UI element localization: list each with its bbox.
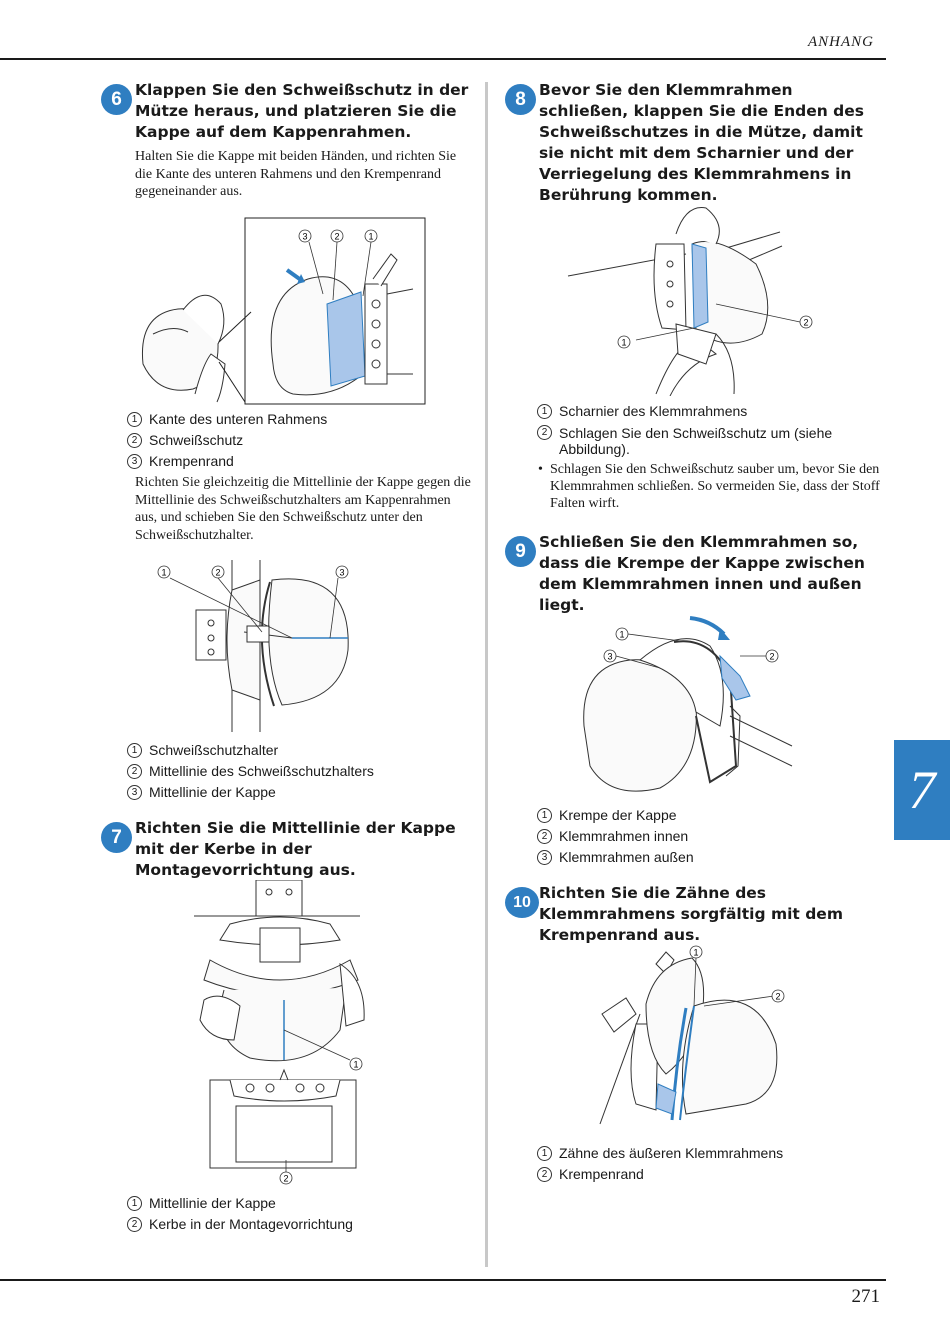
legend-number: 2 <box>127 1217 142 1232</box>
header-rule <box>0 58 886 60</box>
legend-number: 2 <box>127 433 142 448</box>
legend-label: Mittellinie der Kappe <box>149 1195 276 1211</box>
figure-callout-2: 2 <box>283 1174 288 1184</box>
figure-callout-1: 1 <box>368 232 373 242</box>
figure-hinge: 1 2 <box>566 204 816 396</box>
step-9-badge: 9 <box>505 536 536 567</box>
legend-number: 3 <box>127 785 142 800</box>
legend-number: 2 <box>537 425 552 440</box>
legend-label: Klemmrahmen außen <box>559 849 694 865</box>
figure-callout-3: 3 <box>607 652 612 662</box>
legend-label: Schweißschutzhalter <box>149 742 279 758</box>
legend-label: Kerbe in der Montagevorrichtung <box>149 1216 353 1232</box>
figure-callout-2: 2 <box>775 992 780 1002</box>
step-10-badge: 10 <box>505 887 539 918</box>
figure-callout-1: 1 <box>621 338 626 348</box>
figure-callout-2: 2 <box>215 568 220 578</box>
footer-rule <box>0 1279 886 1281</box>
figure-callout-1: 1 <box>619 630 624 640</box>
legend-label: Kante des unteren Rahmens <box>149 411 328 427</box>
figure-callout-1: 1 <box>161 568 166 578</box>
figure-mounting-notch: 1 2 <box>190 880 370 1190</box>
legend-number: 1 <box>537 404 552 419</box>
legend-label: Mittellinie der Kappe <box>149 784 276 800</box>
figure-clamp-teeth: 1 2 <box>596 944 796 1128</box>
legend-number: 1 <box>127 1196 142 1211</box>
figure-callout-2: 2 <box>334 232 339 242</box>
step-10-title: Richten Sie die Zähne des Klemmrahmens s… <box>539 884 843 944</box>
legend-number: 3 <box>537 850 552 865</box>
step-6-text: Halten Sie die Kappe mit beiden Händen, … <box>135 149 457 199</box>
legend-label: Mittellinie des Schweißschutzhalters <box>149 763 374 779</box>
figure-callout-1: 1 <box>353 1060 358 1070</box>
legend-label: Scharnier des Klemmrahmens <box>559 403 748 419</box>
step-6-text-2: Richten Sie gleichzeitig die Mittellinie… <box>135 475 471 543</box>
legend-label: Krempe der Kappe <box>559 807 677 823</box>
figure-callout-3: 3 <box>302 232 307 242</box>
bullet-icon: • <box>538 462 543 477</box>
step-8-bullet-text: Schlagen Sie den Schweißschutz sauber um… <box>550 462 880 511</box>
step-8-title: Bevor Sie den Klemmrahmen schließen, kla… <box>539 81 864 204</box>
column-divider <box>485 82 488 1267</box>
legend-number: 1 <box>537 808 552 823</box>
legend-number: 1 <box>127 743 142 758</box>
figure-callout-3: 3 <box>339 568 344 578</box>
page-number: 271 <box>851 1286 881 1307</box>
chapter-tab: 7 <box>894 740 950 840</box>
figure-clamp-frame: 1 3 2 <box>580 616 795 801</box>
figure-callout-1: 1 <box>693 948 698 958</box>
legend-label: Schlagen Sie den Schweißschutz um (siehe… <box>559 425 833 457</box>
step-7-title: Richten Sie die Mittellinie der Kappe mi… <box>135 819 456 879</box>
step-7-badge: 7 <box>101 822 132 853</box>
legend-number: 2 <box>537 829 552 844</box>
step-8-bullet: • Schlagen Sie den Schweißschutz sauber … <box>538 461 890 512</box>
legend-number: 1 <box>537 1146 552 1161</box>
legend-label: Klemmrahmen innen <box>559 828 689 844</box>
legend-number: 2 <box>537 1167 552 1182</box>
figure-callout-2: 2 <box>803 318 808 328</box>
legend-label: Krempenrand <box>149 453 234 469</box>
legend-label: Schweißschutz <box>149 432 244 448</box>
legend-label: Krempenrand <box>559 1166 644 1182</box>
step-8-badge: 8 <box>505 84 536 115</box>
legend-label: Zähne des äußeren Klemmrahmens <box>559 1145 784 1161</box>
legend-number: 1 <box>127 412 142 427</box>
legend-number: 3 <box>127 454 142 469</box>
figure-cap-on-frame: 3 2 1 <box>133 214 429 406</box>
header-section-title: ANHANG <box>808 34 874 50</box>
legend-number: 2 <box>127 764 142 779</box>
step-9-title: Schließen Sie den Klemmrahmen so, dass d… <box>539 533 865 614</box>
figure-sweatband-holder: 1 2 3 <box>152 560 357 734</box>
figure-callout-2: 2 <box>769 652 774 662</box>
step-6-title: Klappen Sie den Schweißschutz in der Müt… <box>135 81 469 141</box>
step-6-badge: 6 <box>101 84 132 115</box>
